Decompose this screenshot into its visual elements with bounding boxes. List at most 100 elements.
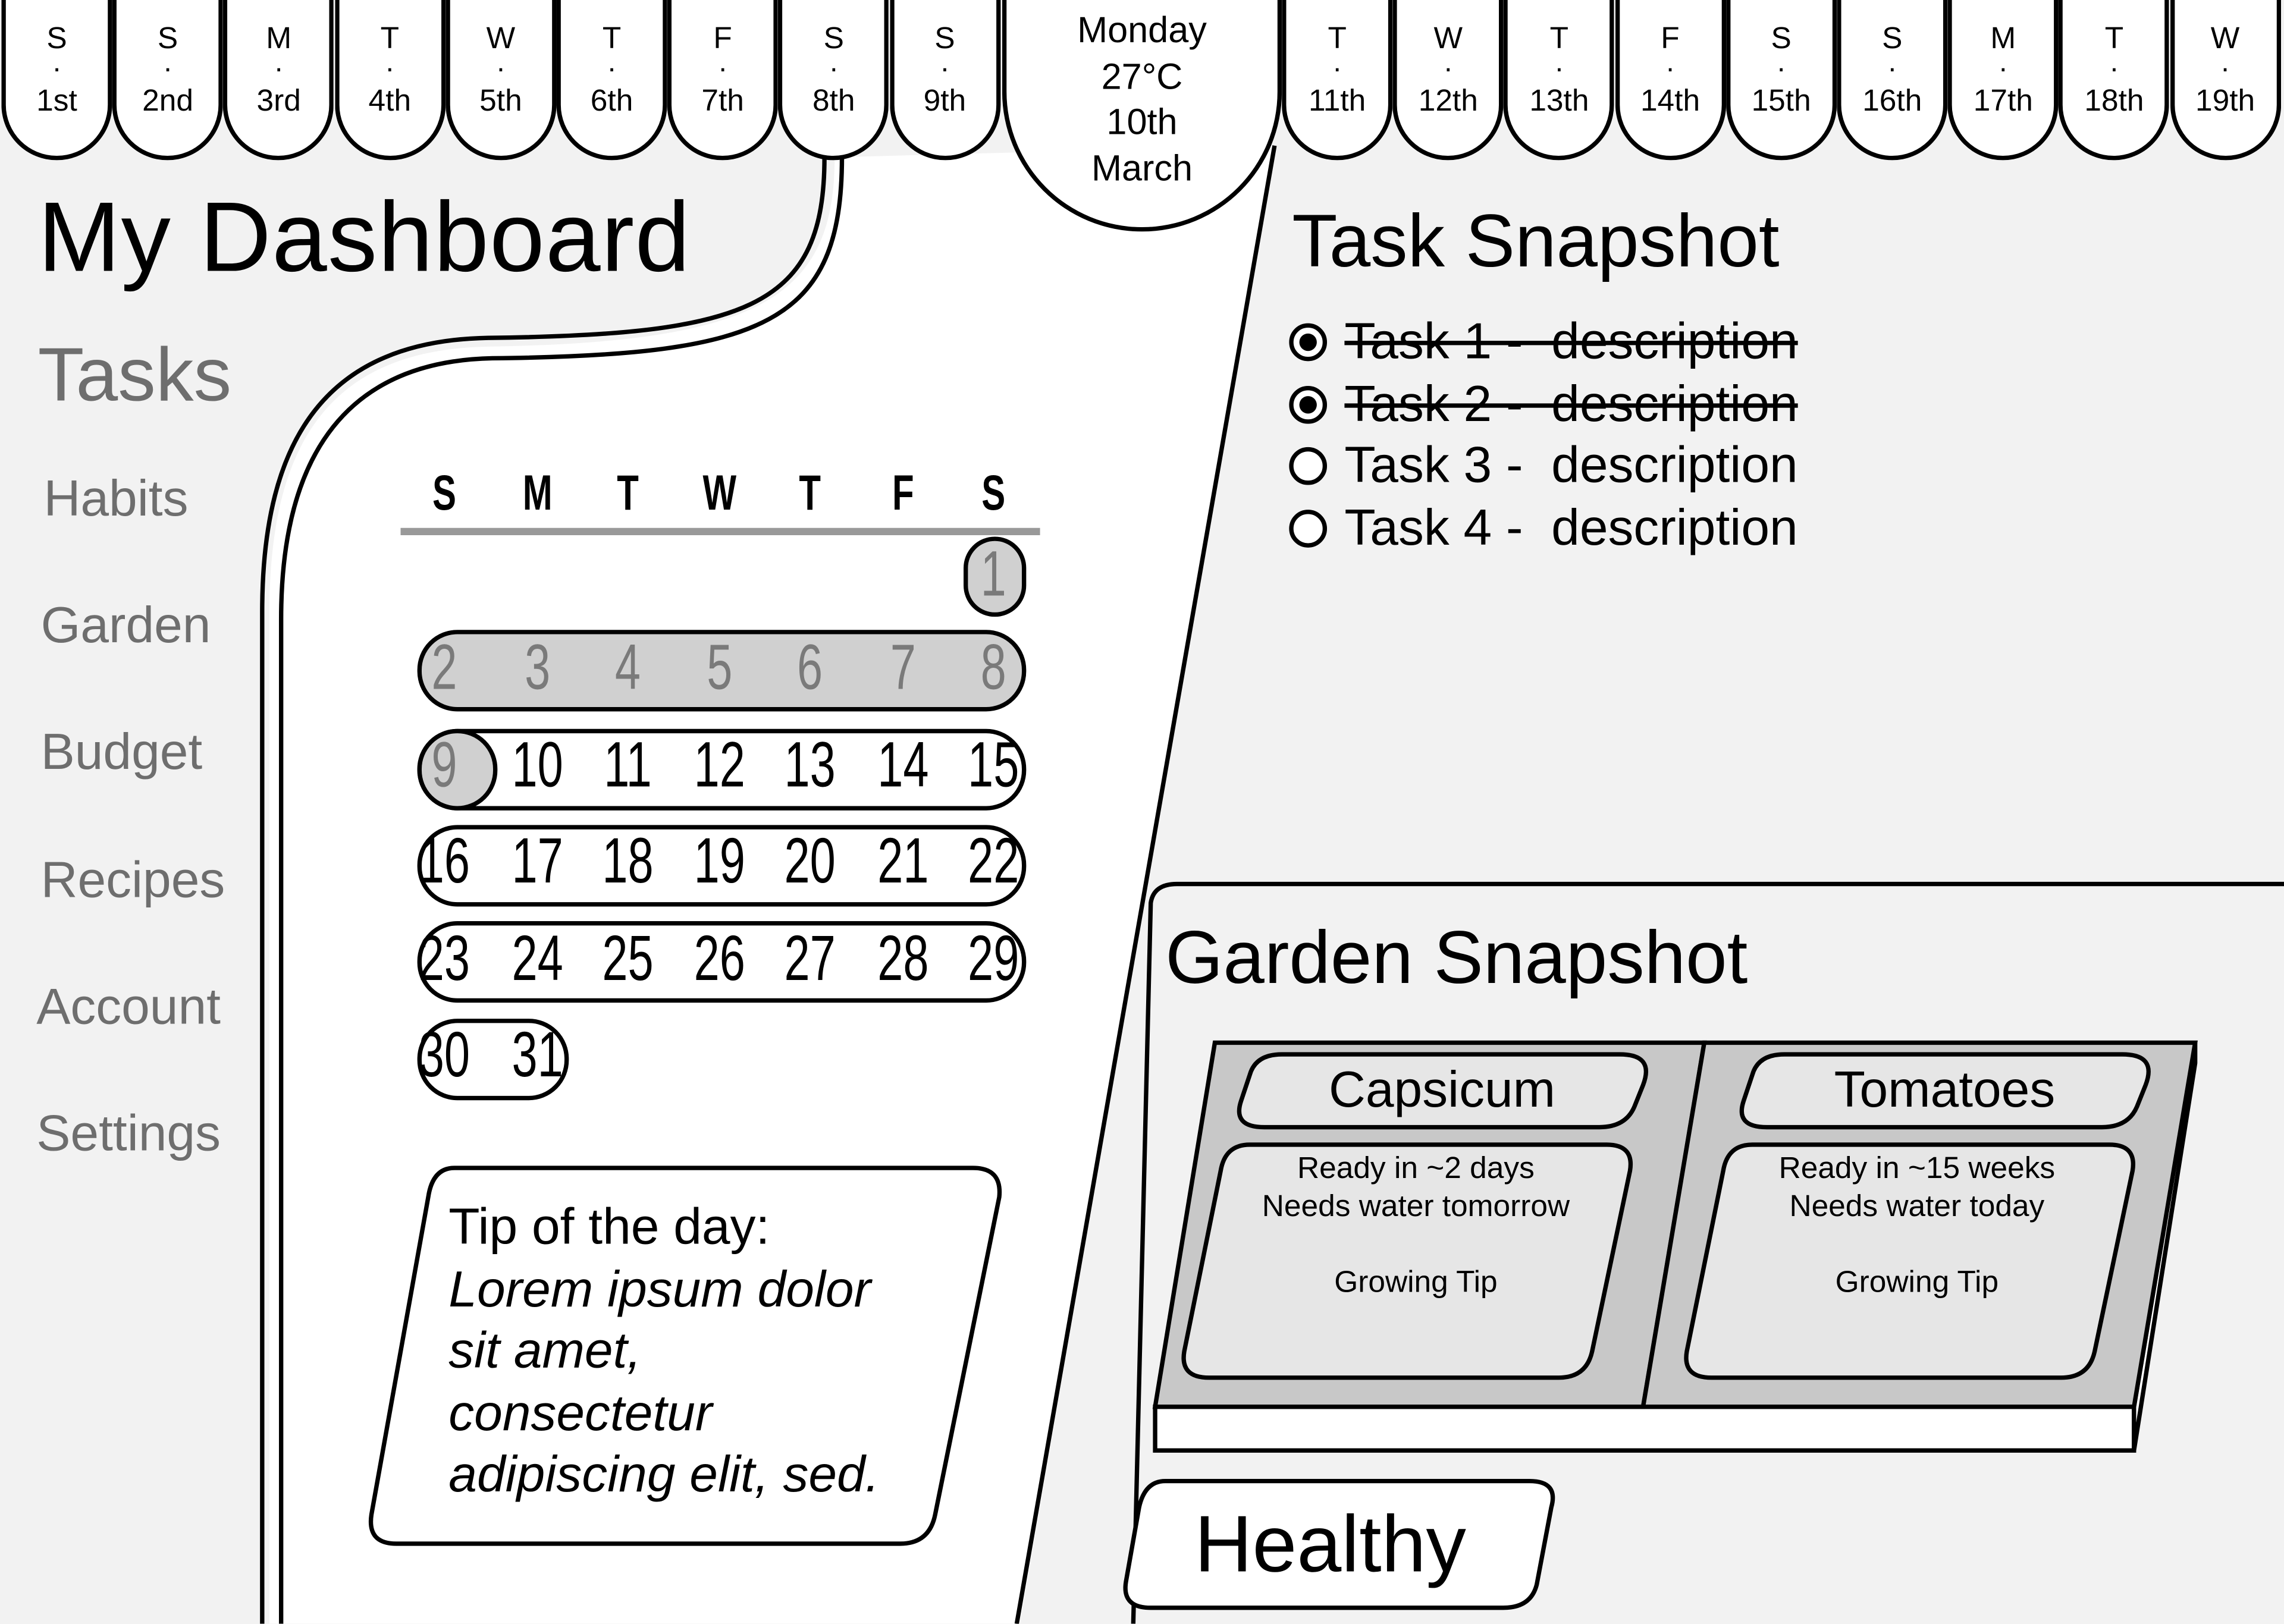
- calendar-day[interactable]: 14: [877, 729, 929, 801]
- calendar-day[interactable]: 10: [512, 729, 563, 801]
- calendar-day[interactable]: 4: [614, 632, 641, 703]
- calendar-day[interactable]: 2: [431, 632, 457, 703]
- day-tab-18th[interactable]: T.18th: [2059, 0, 2170, 161]
- day-tab-19th[interactable]: W.19th: [2170, 0, 2281, 161]
- tomatoes-card: [1684, 1142, 2135, 1380]
- calendar-day[interactable]: 11: [604, 729, 652, 801]
- day-separator: .: [719, 46, 727, 79]
- day-date: 16th: [1862, 84, 1922, 118]
- task-item[interactable]: Task 3 - description: [1289, 436, 1798, 495]
- day-of-week: W: [486, 21, 516, 56]
- calendar-day[interactable]: 28: [877, 923, 929, 995]
- calendar-day[interactable]: 13: [784, 729, 836, 801]
- calendar-day[interactable]: 12: [694, 729, 745, 801]
- day-of-week: S: [823, 21, 844, 56]
- calendar-day[interactable]: 25: [602, 923, 654, 995]
- day-tab-5th[interactable]: W.5th: [445, 0, 557, 161]
- calendar-day[interactable]: 17: [512, 825, 563, 897]
- day-date: 11th: [1309, 84, 1366, 118]
- day-date: 7th: [701, 84, 744, 118]
- week-pill-6: [417, 1019, 569, 1101]
- tip-of-the-day: Tip of the day: Lorem ipsum dolor sit am…: [448, 1197, 879, 1506]
- day-tab-9th[interactable]: S.9th: [889, 0, 1000, 161]
- nav-item-recipes[interactable]: Recipes: [40, 852, 225, 909]
- tomatoes-growing-tip[interactable]: Growing Tip: [1835, 1265, 1999, 1299]
- day-tab-6th[interactable]: T.6th: [556, 0, 667, 161]
- task-item[interactable]: Task 1 - description: [1289, 313, 1798, 372]
- capsicum-info[interactable]: Ready in ~2 days Needs water tomorrow Gr…: [1226, 1151, 1605, 1302]
- day-tab-1st[interactable]: S.1st: [1, 0, 112, 161]
- calendar-day[interactable]: 9: [431, 729, 457, 801]
- calendar-day[interactable]: 21: [877, 825, 929, 897]
- day-date: 14th: [1640, 84, 1701, 118]
- calendar-day[interactable]: 19: [694, 825, 745, 897]
- calendar-day[interactable]: 31: [512, 1019, 563, 1091]
- calendar-day[interactable]: 6: [797, 632, 823, 703]
- task-label: Task 3 - description: [1344, 436, 1798, 494]
- today-day: Monday: [1077, 10, 1207, 51]
- plant-name-tomatoes[interactable]: Tomatoes: [1834, 1061, 2056, 1119]
- day-tab-17th[interactable]: M.17th: [1947, 0, 2059, 161]
- nav-item-habits[interactable]: Habits: [43, 470, 189, 527]
- radio-unchecked-icon[interactable]: [1289, 508, 1328, 547]
- day-separator: .: [1555, 46, 1564, 79]
- radio-checked-icon[interactable]: [1289, 385, 1328, 423]
- calendar-day[interactable]: 8: [980, 632, 1006, 703]
- day-separator: .: [274, 46, 283, 79]
- day-of-week: T: [380, 21, 400, 56]
- nav-item-account[interactable]: Account: [36, 978, 221, 1036]
- calendar-day[interactable]: 7: [890, 632, 916, 703]
- calendar-day[interactable]: 22: [968, 825, 1019, 897]
- calendar-day[interactable]: 27: [784, 923, 836, 995]
- day-tab-7th[interactable]: F.7th: [667, 0, 779, 161]
- calendar-day[interactable]: 30: [418, 1019, 470, 1091]
- day-tab-2nd[interactable]: S.2nd: [112, 0, 224, 161]
- capsicum-growing-tip[interactable]: Growing Tip: [1334, 1265, 1498, 1299]
- day-date: 5th: [479, 84, 522, 118]
- day-tab-11th[interactable]: T.11th: [1282, 0, 1393, 161]
- calendar-day[interactable]: 5: [707, 632, 733, 703]
- tomatoes-info[interactable]: Ready in ~15 weeks Needs water today Gro…: [1728, 1151, 2107, 1302]
- task-item[interactable]: Task 4 - description: [1289, 498, 1798, 557]
- day-tab-13th[interactable]: T.13th: [1504, 0, 1615, 161]
- calendar-day[interactable]: 20: [784, 825, 836, 897]
- nav-item-budget[interactable]: Budget: [40, 724, 203, 781]
- radio-unchecked-icon[interactable]: [1289, 447, 1328, 485]
- day-separator: .: [1333, 46, 1341, 79]
- task-label: Task 1 - description: [1344, 313, 1798, 370]
- calendar-weekday: S: [981, 466, 1006, 522]
- day-tab-16th[interactable]: S.16th: [1837, 0, 1948, 161]
- day-tab-15th[interactable]: S.15th: [1725, 0, 1837, 161]
- calendar-day[interactable]: 23: [418, 923, 470, 995]
- day-tab-3rd[interactable]: M.3rd: [223, 0, 334, 161]
- calendar-day[interactable]: 18: [602, 825, 654, 897]
- garden-status: Healthy: [1194, 1499, 1466, 1589]
- today-tab[interactable]: Monday 27°C 10th March: [1002, 0, 1282, 232]
- nav-item-settings[interactable]: Settings: [36, 1105, 221, 1163]
- nav-item-garden[interactable]: Garden: [40, 597, 211, 654]
- calendar-day[interactable]: 16: [418, 825, 470, 897]
- day-separator: .: [829, 46, 838, 79]
- day-tab-8th[interactable]: S.8th: [778, 0, 889, 161]
- garden-panel: [1131, 881, 2284, 1624]
- calendar-day[interactable]: 1: [980, 539, 1006, 611]
- day-tab-4th[interactable]: T.4th: [334, 0, 445, 161]
- plant-name-capsicum[interactable]: Capsicum: [1328, 1061, 1556, 1119]
- past-day-highlight: [417, 728, 498, 811]
- task-item[interactable]: Task 2 - description: [1289, 375, 1798, 434]
- calendar-day[interactable]: 15: [968, 729, 1019, 801]
- day-tab-14th[interactable]: F.14th: [1614, 0, 1726, 161]
- task-label: Task 4 - description: [1344, 498, 1798, 556]
- radio-checked-icon[interactable]: [1289, 323, 1328, 362]
- calendar-day[interactable]: 29: [968, 923, 1019, 995]
- nav-item-tasks[interactable]: Tasks: [37, 333, 232, 418]
- capsicum-ready: Ready in ~2 days: [1297, 1152, 1535, 1186]
- calendar-day[interactable]: 24: [512, 923, 563, 995]
- calendar-day[interactable]: 26: [694, 923, 745, 995]
- day-date: 3rd: [256, 84, 301, 118]
- day-tab-12th[interactable]: W.12th: [1392, 0, 1504, 161]
- calendar-day[interactable]: 3: [525, 632, 551, 703]
- day-of-week: S: [934, 21, 955, 56]
- week-pill-4: [417, 825, 1027, 907]
